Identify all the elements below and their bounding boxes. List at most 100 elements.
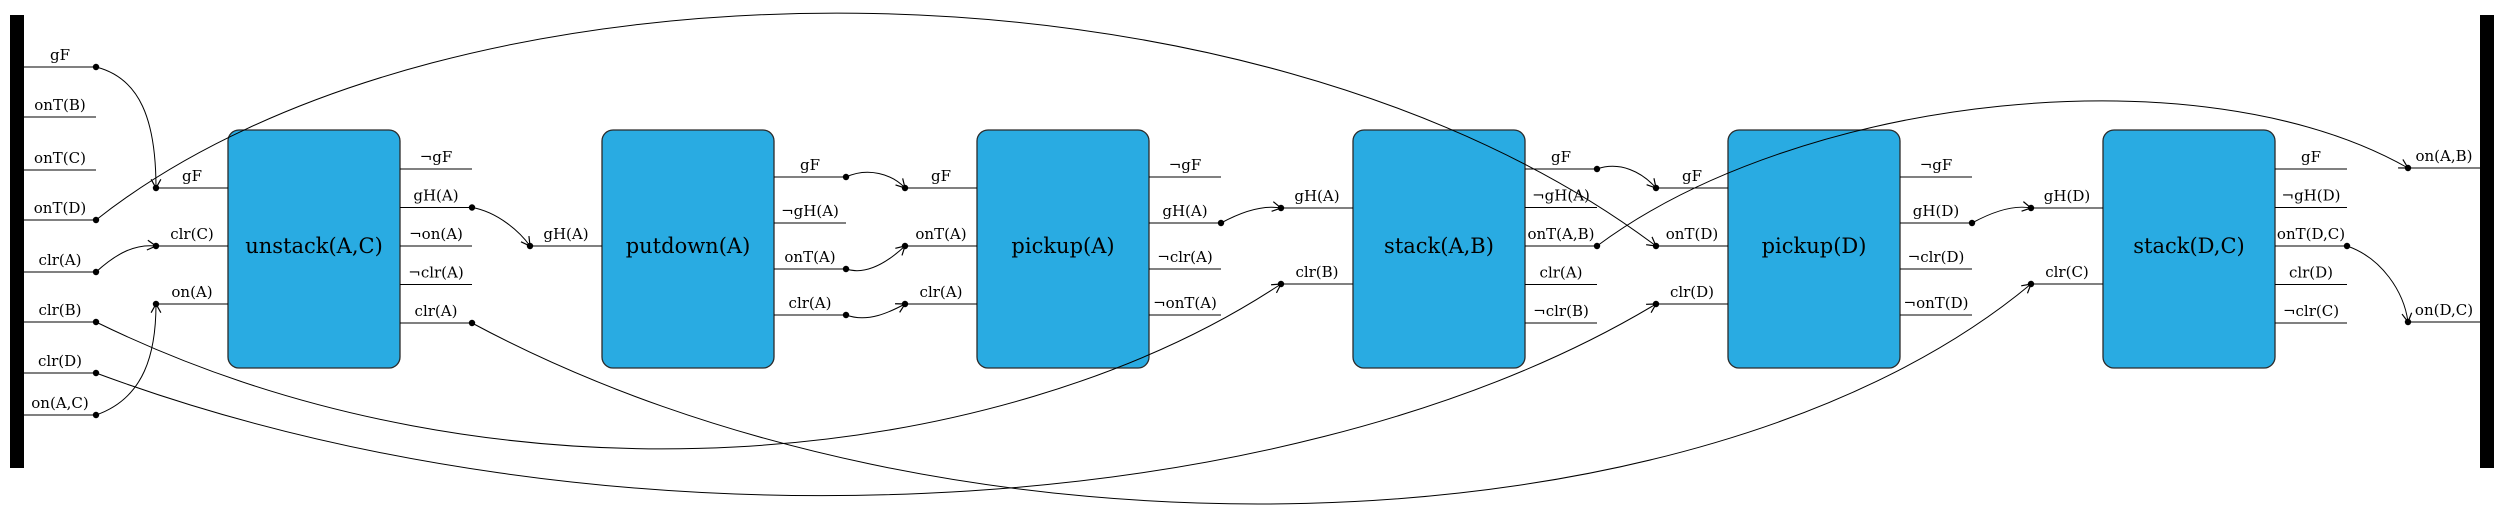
output-port-label: gF [1551,148,1571,166]
output-port: ¬onT(A) [1149,294,1221,316]
action-stackDC: stack(D,C) [2102,129,2276,369]
initial-state-bar [10,15,24,468]
output-port-label: ¬clr(A) [408,264,463,282]
init-condition: onT(B) [24,96,96,118]
action-box [1727,129,1901,369]
output-port: onT(A) [774,248,850,273]
output-port: ¬onT(D) [1900,294,1972,316]
output-port-label: onT(D,C) [2277,225,2345,243]
input-port-label: gH(A) [543,225,588,243]
output-port-label: ¬on(A) [409,225,463,243]
output-port: gF [1525,148,1601,173]
input-port: gH(A) [526,225,602,250]
input-port-label: gF [1682,167,1702,185]
output-port: ¬gH(A) [774,202,846,224]
output-port: gH(A) [400,187,476,211]
output-port: onT(D,C) [2275,225,2351,250]
input-port-label: on(A) [171,283,212,301]
output-port: clr(A) [774,294,850,319]
input-port-label: gH(A) [1294,187,1339,205]
output-port-label: clr(A) [789,294,832,312]
output-port: ¬gF [1149,156,1221,178]
action-pickupD: pickup(D) [1727,129,1901,369]
action-putdownA: putdown(A) [601,129,775,369]
input-port-label: clr(C) [170,225,214,243]
output-port: ¬clr(B) [1525,302,1597,324]
action-label: pickup(A) [1011,234,1114,258]
init-condition-label: onT(D) [34,199,86,217]
action-label: unstack(A,C) [245,234,383,258]
goal-state-bar [2480,15,2494,468]
goal-condition: on(A,B) [2404,147,2480,172]
causal-link-arrow [95,12,1657,247]
action-label: stack(D,C) [2133,234,2244,258]
init-condition: onT(C) [24,149,96,171]
output-port-label: ¬gH(D) [2282,187,2341,205]
output-port-label: gH(A) [1162,202,1207,220]
action-label: stack(A,B) [1384,234,1494,258]
init-condition: clr(A) [24,251,100,276]
input-port: onT(D) [1652,225,1728,250]
input-port-label: onT(A) [915,225,966,243]
causal-link-arrow [95,283,1283,450]
input-port: gF [1652,167,1728,192]
output-port-label: onT(A,B) [1527,225,1594,243]
output-port-label: ¬gF [420,148,453,166]
output-port-label: ¬gF [1920,156,1953,174]
init-condition-label: onT(B) [34,96,85,114]
causal-link-arrow [845,245,906,272]
output-port: ¬clr(A) [400,264,472,286]
output-port-label: ¬onT(D) [1904,294,1969,312]
action-box [976,129,1150,369]
input-port-label: clr(A) [920,283,963,301]
input-port: gF [152,167,228,192]
output-port: gH(D) [1900,202,1976,227]
action-stackAB: stack(A,B) [1352,129,1526,369]
output-port: gH(A) [1149,202,1225,227]
init-condition-label: clr(A) [39,251,82,269]
action-pickupA: pickup(A) [976,129,1150,369]
output-port: clr(A) [400,302,476,327]
output-port-label: ¬clr(A) [1157,248,1212,266]
action-box [601,129,775,369]
input-port-label: gF [931,167,951,185]
causal-link-arrow [471,283,2032,505]
input-port: clr(D) [1652,283,1728,308]
output-port-label: gF [2301,148,2321,166]
output-port-label: clr(D) [2289,264,2333,282]
action-box [227,129,401,369]
output-port: gF [774,156,850,181]
input-port-label: clr(D) [1670,283,1714,301]
goal-condition: on(D,C) [2404,301,2480,326]
action-label: putdown(A) [626,234,751,258]
output-port-label: ¬clr(C) [2283,302,2339,320]
input-port: gH(D) [2027,187,2103,212]
output-port-label: ¬gH(A) [1532,187,1590,205]
action-box [1352,129,1526,369]
output-port: ¬gF [1900,156,1972,178]
output-port-label: ¬gF [1169,156,1202,174]
init-condition: onT(D) [24,199,100,224]
action-unstackAC: unstack(A,C) [227,129,401,369]
output-port-label: gF [800,156,820,174]
output-port: ¬clr(D) [1900,248,1972,270]
causal-link-arrow [471,207,531,247]
causal-link-arrow [1596,100,2410,247]
init-condition-label: clr(D) [38,352,82,370]
causal-link-arrow [95,239,158,273]
action-box [2102,129,2276,369]
causal-link-arrow [95,66,162,190]
output-port: ¬gH(D) [2275,187,2347,209]
output-port: ¬clr(A) [1149,248,1221,270]
init-condition: clr(D) [24,352,100,377]
init-condition: gF [24,46,100,71]
output-port-label: gH(D) [1913,202,1959,220]
action-label: pickup(D) [1762,234,1867,258]
input-port: clr(A) [901,283,977,308]
init-condition-label: gF [50,46,70,64]
input-port-label: onT(D) [1666,225,1718,243]
output-port: gF [2275,148,2347,170]
causal-link-arrow [95,303,1658,497]
output-port-label: ¬clr(B) [1533,302,1589,320]
input-port-label: gH(D) [2044,187,2090,205]
